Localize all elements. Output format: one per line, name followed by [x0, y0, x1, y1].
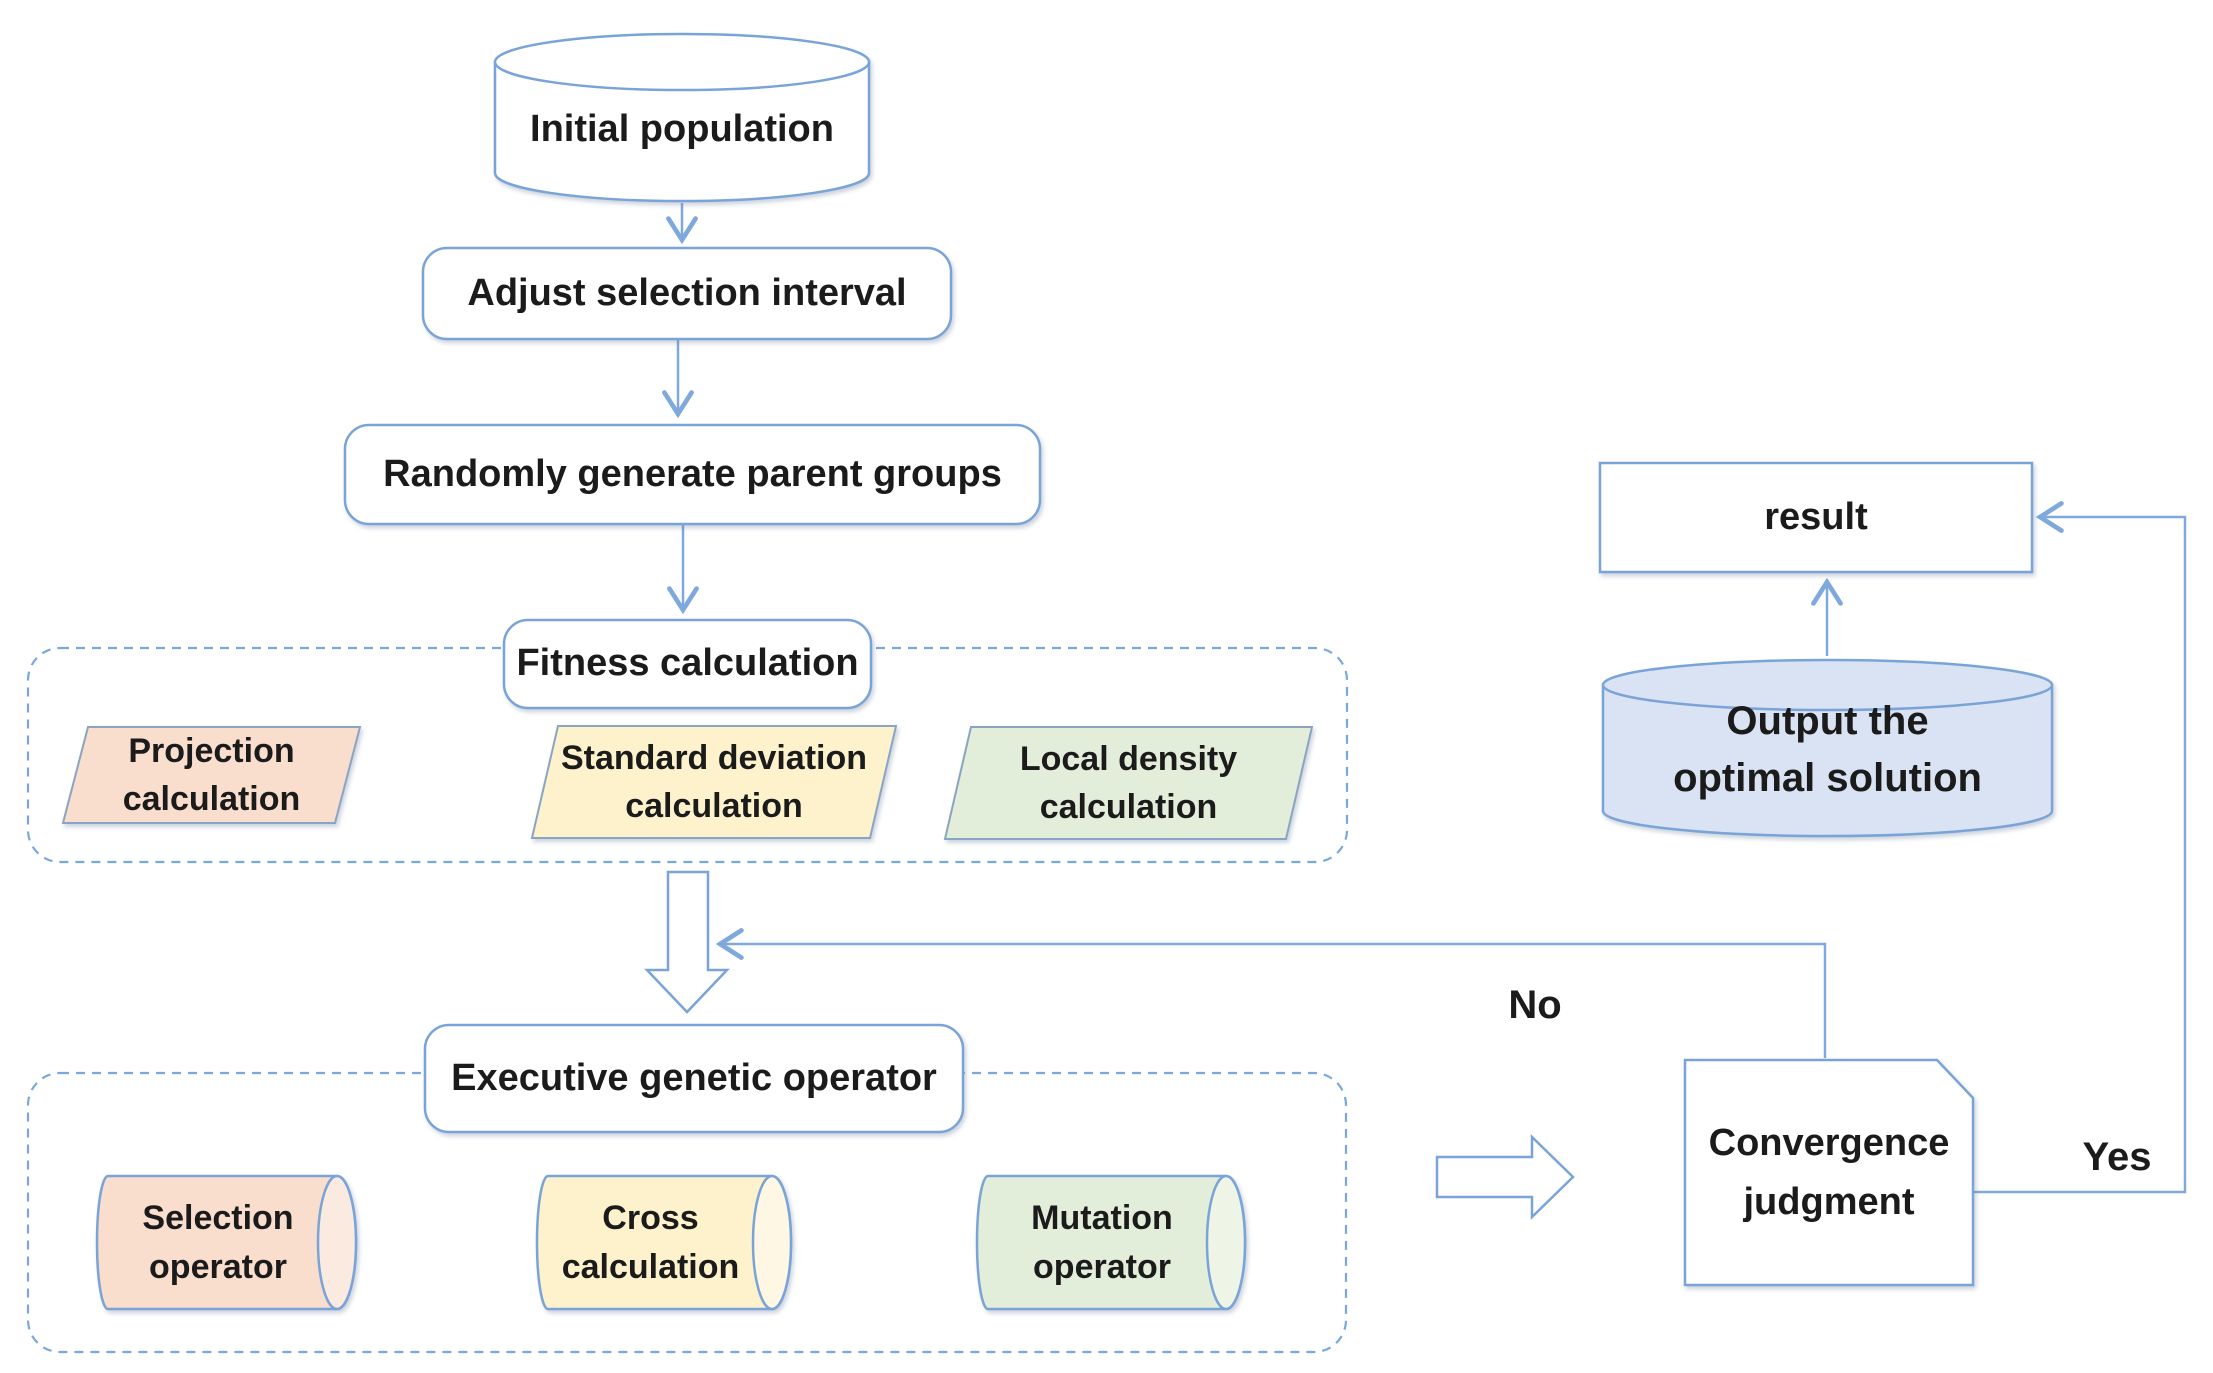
output-optimal-solution-cylinder	[1601, 683, 2054, 838]
local-density-calculation-parallelogram	[943, 726, 1314, 840]
adjust-selection-interval-box	[421, 246, 953, 341]
standard-deviation-calculation-parallelogram	[530, 725, 898, 839]
cross-calculation-cylinder-cap	[751, 1174, 793, 1311]
fitness-calculation-box	[502, 618, 873, 710]
mutation-operator-cylinder-cap	[1205, 1174, 1247, 1311]
no-feedback-connector	[715, 928, 1827, 1058]
convergence-judgment-document	[1683, 1058, 1975, 1287]
initial-population-cylinder-top	[493, 32, 871, 92]
output-optimal-solution-cylinder-top	[1601, 658, 2054, 712]
yes-connector	[1973, 501, 2187, 1194]
selection-operator-cylinder-cap	[316, 1174, 358, 1311]
result-box	[1598, 461, 2034, 574]
projection-calculation-parallelogram	[61, 726, 362, 824]
right-flow-arrow-icon	[1435, 1134, 1575, 1220]
mutation-operator-cylinder	[975, 1174, 1247, 1311]
initial-population-cylinder	[493, 60, 871, 203]
randomly-generate-parent-groups-box	[343, 423, 1042, 526]
down-flow-arrow-icon	[644, 870, 730, 1014]
executive-genetic-operator-box	[423, 1023, 965, 1134]
